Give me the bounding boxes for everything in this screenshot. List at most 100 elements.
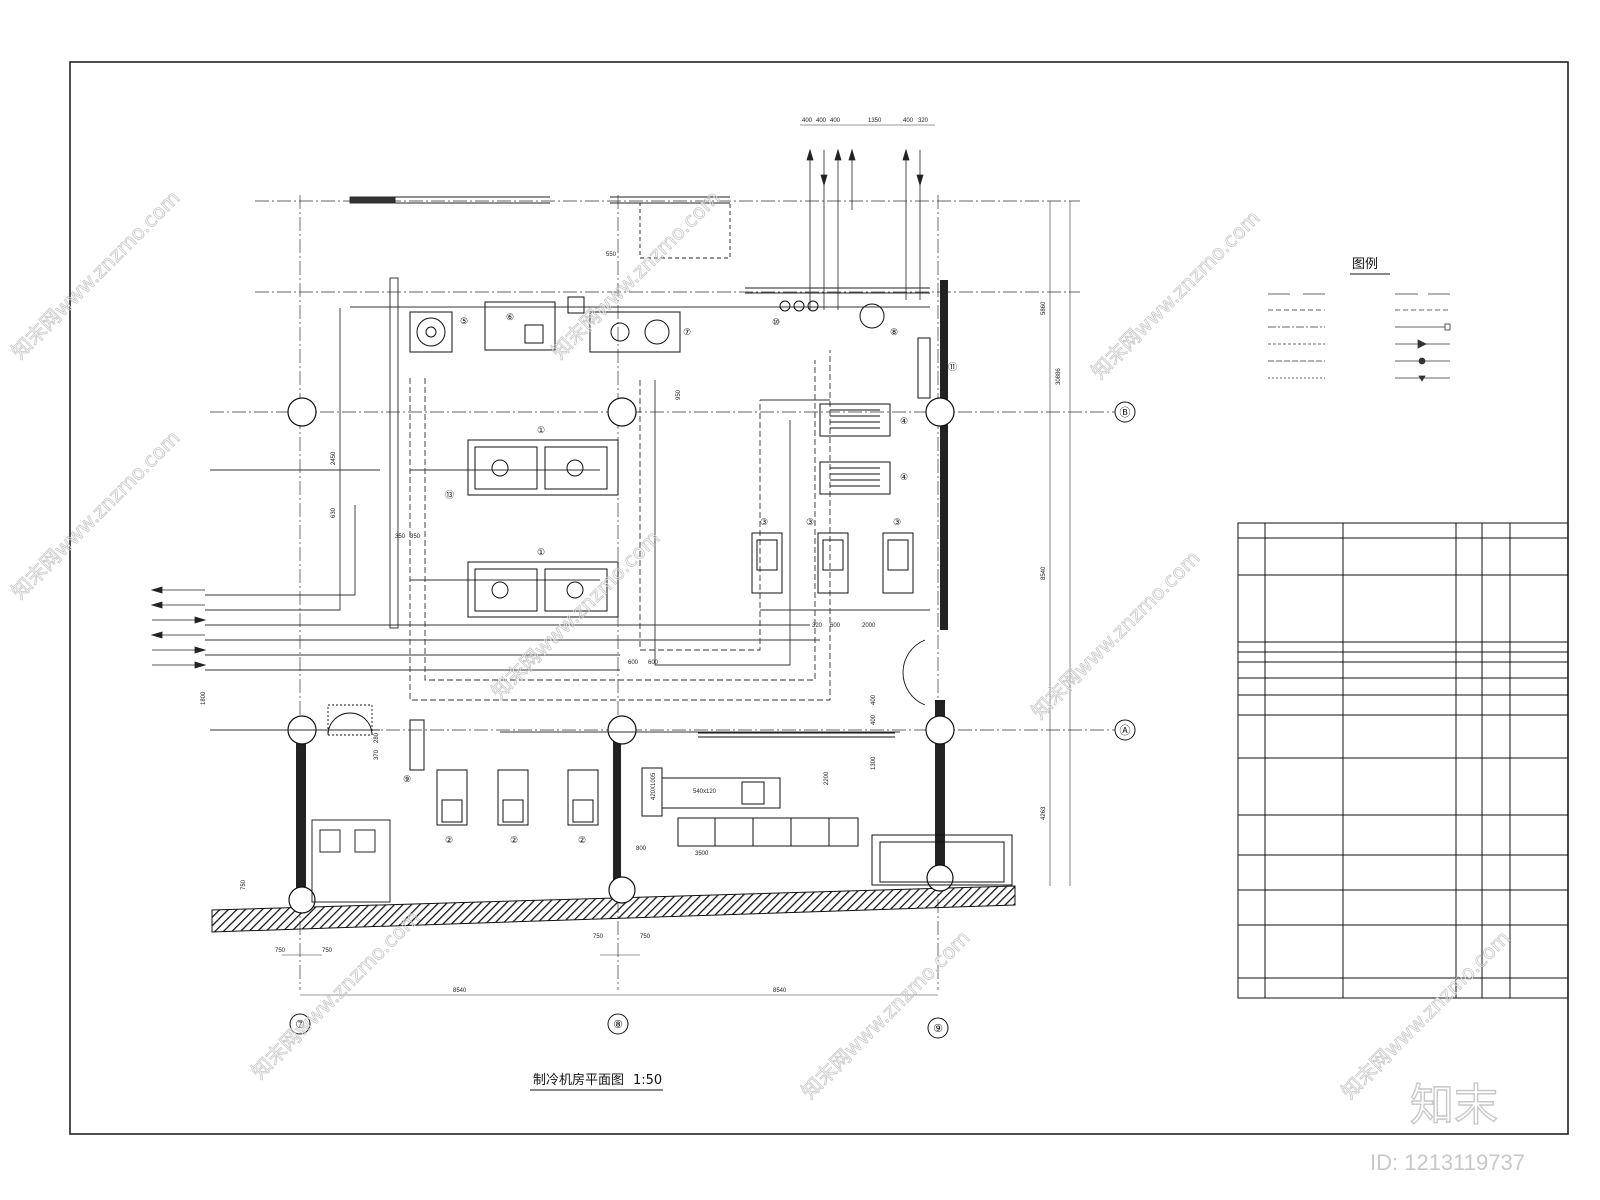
axis-label-8: ⑧: [613, 1019, 623, 1031]
lower-equipment: [409, 719, 1013, 886]
brand-watermark: 知末: [1410, 1080, 1498, 1131]
dim-misc-22: 750: [241, 879, 247, 890]
axis-label-9: ⑨: [933, 1023, 943, 1035]
tag-5: ⑤: [460, 316, 468, 326]
dim-col-d: 750: [640, 934, 651, 940]
dim-col-b: 750: [322, 948, 333, 954]
chiller-units: [467, 439, 619, 618]
tag-pump-2c: ②: [578, 835, 586, 845]
dim-right-seg-2: 8540: [1041, 566, 1047, 580]
dim-misc-19: 400: [871, 714, 877, 725]
dim-misc-3: 630: [331, 507, 337, 518]
ground-slab: [211, 885, 1016, 933]
tag-chiller-1b: ①: [537, 547, 545, 557]
dim-misc-6: 600: [628, 660, 639, 666]
dim-top-2: 400: [816, 118, 827, 124]
dim-misc-11: 3500: [695, 851, 709, 857]
watermark-5: 知末网www.znzmo.com: [247, 906, 425, 1084]
dim-misc-0: 550: [606, 252, 617, 258]
dimension-text: 8540 8540 750 750 750 750 400 400 400 13…: [201, 118, 1062, 994]
tag-8: ⑧: [890, 327, 898, 337]
axis-label-b: Ⓑ: [1120, 406, 1131, 419]
dim-misc-21: 2200: [824, 771, 830, 785]
upper-wall: [349, 196, 930, 629]
axis-label-7: ⑦: [295, 1019, 305, 1031]
dim-right-seg-3: 4263: [1041, 806, 1047, 820]
axis-label-a: Ⓐ: [1120, 724, 1131, 737]
tag-pump-2b: ②: [510, 835, 518, 845]
pipe-network: [205, 306, 930, 733]
legend-lines: [1268, 293, 1451, 382]
structural-columns: [287, 397, 955, 914]
walls: [296, 280, 948, 900]
axis-bubbles: [289, 401, 1136, 1039]
dim-misc-4: 350: [395, 534, 406, 540]
heat-exchangers: [819, 403, 891, 495]
watermark-6: 知末网www.znzmo.com: [1087, 206, 1265, 384]
watermark-2: 知末网www.znzmo.com: [7, 426, 185, 604]
watermark-1: 知末网www.znzmo.com: [7, 186, 185, 364]
tag-7: ⑦: [683, 327, 691, 337]
grid-lines: [210, 195, 1115, 990]
tag-11: ⑪: [948, 362, 957, 372]
dim-misc-15: 320: [812, 623, 823, 629]
top-equipment: [409, 296, 931, 399]
tag-pump-3a: ③: [760, 517, 768, 527]
dim-misc-2: 2450: [331, 451, 337, 465]
axis-labels: ⑦ ⑧ ⑨ Ⓑ Ⓐ: [295, 406, 1130, 1035]
dim-right-seg-1: 5860: [1041, 301, 1047, 315]
watermark-7: 知末网www.znzmo.com: [1027, 546, 1205, 724]
tag-pump-2a: ②: [445, 835, 453, 845]
top-pipe-arrows: [806, 148, 924, 310]
drawing-scale: 1:50: [633, 1073, 662, 1088]
dim-misc-12: 800: [636, 846, 647, 852]
dim-misc-8: 1800: [201, 691, 207, 705]
dim-misc-10: 280: [374, 732, 380, 743]
legend-title: 图例: [1352, 257, 1378, 272]
watermark-9: 知末网www.znzmo.com: [1337, 926, 1515, 1104]
dim-span-8-9: 8540: [773, 988, 787, 994]
tag-6: ⑥: [506, 312, 514, 322]
dim-misc-14: 420X1005: [651, 772, 657, 800]
tag-hx-4b: ④: [900, 472, 908, 482]
dim-misc-18: 400: [871, 694, 877, 705]
drawing-title: 制冷机房平面图: [533, 1072, 624, 1088]
dim-misc-1: 950: [676, 389, 682, 400]
dim-misc-17: 2000: [862, 623, 876, 629]
dim-misc-16: 600: [830, 623, 841, 629]
dim-misc-5: 350: [410, 534, 421, 540]
dim-top-3: 400: [830, 118, 841, 124]
dim-top-6: 320: [918, 118, 929, 124]
watermark-8: 知末网www.znzmo.com: [797, 926, 975, 1104]
dim-top-1: 400: [802, 118, 813, 124]
dim-span-7-8: 8540: [453, 988, 467, 994]
dim-right-overall: 30886: [1056, 368, 1062, 385]
tag-13: ⑬: [445, 490, 454, 500]
watermarks: 知末网www.znzmo.com 知末网www.znzmo.com 知末网www…: [6, 185, 1515, 1104]
dim-col-c: 750: [593, 934, 604, 940]
id-watermark: ID: 1213119737: [1370, 1150, 1525, 1175]
pumps-3: [751, 532, 914, 594]
dim-misc-13: 540x120: [693, 789, 717, 795]
left-pipe-arrows: [150, 586, 207, 669]
tag-chiller-1a: ①: [537, 425, 545, 435]
watermark-3: 知末网www.znzmo.com: [547, 186, 725, 364]
dim-misc-20: 1300: [871, 756, 877, 770]
tag-pump-3b: ③: [806, 517, 814, 527]
dimension-lines: [282, 124, 1071, 996]
dim-top-5: 400: [903, 118, 914, 124]
title-block-table: [1237, 522, 1569, 999]
equipment-tags: ① ① ② ② ② ③ ③ ③ ④ ④ ⑤ ⑥ ⑦ ⑧ ⑨ ⑩ ⑪ ⑬: [403, 312, 957, 845]
tag-10: ⑩: [772, 317, 780, 327]
dim-misc-7: 600: [648, 660, 659, 666]
tag-9: ⑨: [403, 774, 411, 784]
watermark-4: 知末网www.znzmo.com: [487, 526, 665, 704]
dim-top-4: 1350: [868, 118, 882, 124]
tag-hx-4a: ④: [900, 416, 908, 426]
dim-misc-9: 370: [374, 749, 380, 760]
pumps-2: [436, 769, 599, 826]
tag-pump-3c: ③: [893, 517, 901, 527]
dim-col-a: 750: [275, 948, 286, 954]
doors-and-cabinet: [311, 639, 926, 903]
